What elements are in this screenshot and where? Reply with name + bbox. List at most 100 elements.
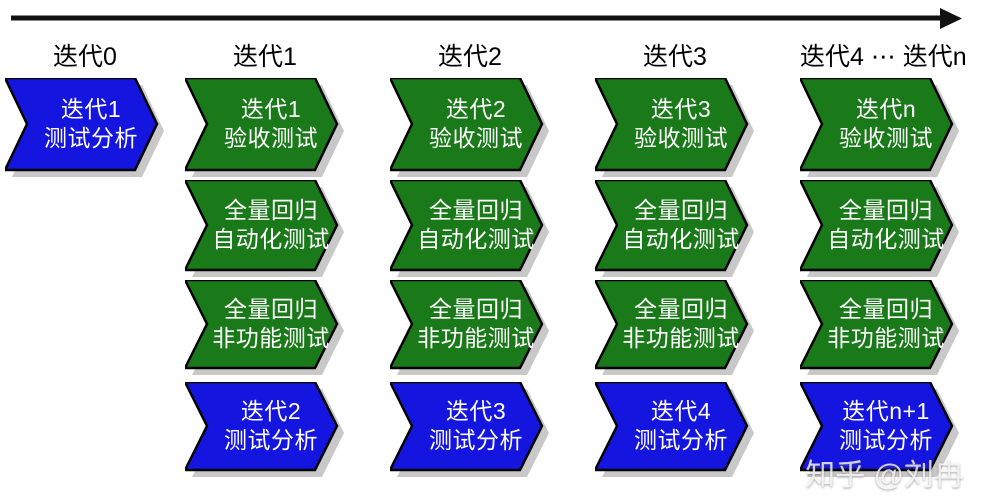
chevron-cell-c2-r3[interactable]: 全量回归非功能测试 xyxy=(185,280,351,378)
chevron-label-line2: 验收测试 xyxy=(839,125,933,151)
chevron-cell-c2-r2[interactable]: 全量回归自动化测试 xyxy=(185,180,351,280)
column-header-3: 迭代2 xyxy=(438,43,502,71)
chevron-label-line2: 非功能测试 xyxy=(417,325,535,351)
chevron-arrow-icon xyxy=(185,78,344,177)
chevron-label: 全量回归非功能测试 xyxy=(390,280,556,368)
chevron-label-line2: 测试分析 xyxy=(634,427,728,453)
chevron-shape xyxy=(390,180,544,272)
chevron-shape xyxy=(595,180,749,272)
chevron-label-line2: 自动化测试 xyxy=(212,226,330,252)
column-header-2: 迭代1 xyxy=(233,43,297,71)
chevron-label: 全量回归自动化测试 xyxy=(595,180,761,270)
chevron-arrow-icon xyxy=(800,382,959,477)
chevron-label: 全量回归自动化测试 xyxy=(800,180,966,270)
chevron-shape xyxy=(185,180,339,272)
chevron-shape xyxy=(800,78,954,172)
chevron-label-line2: 非功能测试 xyxy=(212,325,330,351)
chevron-label-line1: 全量回归 xyxy=(224,197,318,223)
chevron-shape xyxy=(390,280,544,370)
chevron-label-line1: 迭代2 xyxy=(445,96,507,122)
chevron-cell-c3-r1[interactable]: 迭代2 验收测试 xyxy=(390,78,556,180)
chevron-label-line2: 验收测试 xyxy=(224,125,318,151)
chevron-label: 迭代1 测试分析 xyxy=(5,78,171,170)
chevron-label-line2: 测试分析 xyxy=(839,427,933,453)
chevron-label: 迭代1 验收测试 xyxy=(185,78,351,170)
chevron-shape xyxy=(595,382,749,472)
chevron-label-line1: 全量回归 xyxy=(634,296,728,322)
chevron-label-line1: 全量回归 xyxy=(634,197,728,223)
chevron-shape xyxy=(390,78,544,172)
chevron-arrow-icon xyxy=(5,78,164,177)
chevron-shape xyxy=(800,382,954,472)
chevron-shape xyxy=(800,280,954,370)
chevron-label-line1: 迭代4 xyxy=(650,398,712,424)
chevron-label: 全量回归自动化测试 xyxy=(390,180,556,270)
chevron-label: 迭代2 验收测试 xyxy=(390,78,556,170)
chevron-label-line1: 全量回归 xyxy=(224,296,318,322)
chevron-cell-c5-r3[interactable]: 全量回归非功能测试 xyxy=(800,280,966,378)
chevron-arrow-icon xyxy=(595,78,754,177)
chevron-label-line2: 非功能测试 xyxy=(827,325,945,351)
chevron-label-line1: 迭代1 xyxy=(240,96,302,122)
chevron-arrow-icon xyxy=(390,180,549,277)
chevron-label-line2: 验收测试 xyxy=(634,125,728,151)
column-header-5: 迭代4 ⋯ 迭代n xyxy=(800,43,967,71)
chevron-arrow-icon xyxy=(800,180,959,277)
chevron-shape xyxy=(185,78,339,172)
chevron-cell-c4-r2[interactable]: 全量回归自动化测试 xyxy=(595,180,761,280)
chevron-arrow-icon xyxy=(185,180,344,277)
chevron-cell-c3-r2[interactable]: 全量回归自动化测试 xyxy=(390,180,556,280)
chevron-shape xyxy=(595,280,749,370)
chevron-shape xyxy=(185,280,339,370)
chevron-shape xyxy=(185,382,339,472)
chevron-label-line2: 非功能测试 xyxy=(622,325,740,351)
chevron-label-line1: 全量回归 xyxy=(839,296,933,322)
chevron-arrow-icon xyxy=(390,78,549,177)
chevron-label-line1: 迭代3 xyxy=(650,96,712,122)
chevron-label: 全量回归非功能测试 xyxy=(800,280,966,368)
chevron-label-line1: 全量回归 xyxy=(429,197,523,223)
chevron-label: 迭代n+1 测试分析 xyxy=(800,382,966,470)
chevron-label-line1: 迭代1 xyxy=(60,96,122,122)
chevron-cell-c4-r1[interactable]: 迭代3 验收测试 xyxy=(595,78,761,180)
chevron-arrow-icon xyxy=(185,280,344,375)
chevron-label-line2: 测试分析 xyxy=(44,125,138,151)
timeline-arrow-icon xyxy=(11,8,962,29)
chevron-arrow-icon xyxy=(390,280,549,375)
chevron-cell-c3-r3[interactable]: 全量回归非功能测试 xyxy=(390,280,556,378)
chevron-label-line2: 验收测试 xyxy=(429,125,523,151)
chevron-shape xyxy=(5,78,159,172)
chevron-label: 全量回归非功能测试 xyxy=(595,280,761,368)
chevron-label-line2: 自动化测试 xyxy=(827,226,945,252)
chevron-cell-c5-r4[interactable]: 迭代n+1 测试分析 xyxy=(800,382,966,480)
chevron-cell-c2-r1[interactable]: 迭代1 验收测试 xyxy=(185,78,351,180)
chevron-label-line1: 迭代3 xyxy=(445,398,507,424)
chevron-shape xyxy=(800,180,954,272)
column-header-1: 迭代0 xyxy=(53,43,117,71)
column-header-4: 迭代3 xyxy=(643,43,707,71)
chevron-label-line1: 迭代n+1 xyxy=(842,398,930,424)
chevron-cell-c4-r4[interactable]: 迭代4 测试分析 xyxy=(595,382,761,480)
chevron-arrow-icon xyxy=(800,78,959,177)
chevron-arrow-icon xyxy=(595,382,754,477)
chevron-arrow-icon xyxy=(595,280,754,375)
chevron-label: 迭代3 验收测试 xyxy=(595,78,761,170)
chevron-label-line2: 自动化测试 xyxy=(622,226,740,252)
chevron-arrow-icon xyxy=(800,280,959,375)
chevron-label-line1: 全量回归 xyxy=(429,296,523,322)
chevron-label-line1: 全量回归 xyxy=(839,197,933,223)
chevron-label-line2: 自动化测试 xyxy=(417,226,535,252)
chevron-label: 迭代4 测试分析 xyxy=(595,382,761,470)
chevron-shape xyxy=(595,78,749,172)
chevron-cell-c5-r2[interactable]: 全量回归自动化测试 xyxy=(800,180,966,280)
chevron-cell-c1-r1[interactable]: 迭代1 测试分析 xyxy=(5,78,171,180)
chevron-cell-c4-r3[interactable]: 全量回归非功能测试 xyxy=(595,280,761,378)
chevron-label-line2: 测试分析 xyxy=(224,427,318,453)
chevron-label: 全量回归非功能测试 xyxy=(185,280,351,368)
chevron-arrow-icon xyxy=(390,382,549,477)
